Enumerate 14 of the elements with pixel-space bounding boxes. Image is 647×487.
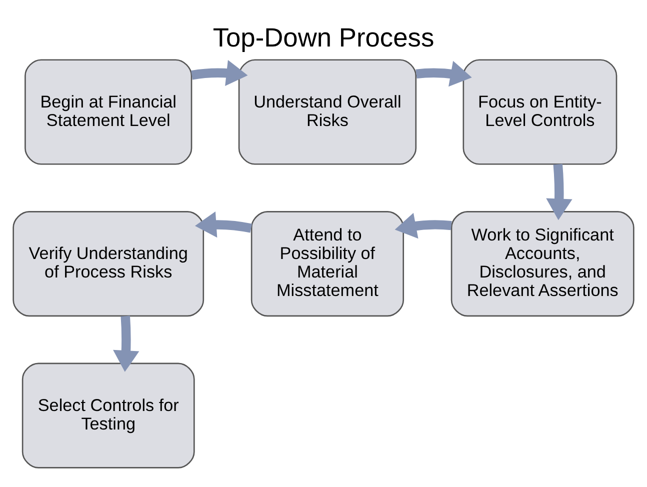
- arrow: [191, 59, 248, 86]
- arrow: [394, 212, 452, 238]
- node-box: Attend to Possibility of Material Misstatement: [250, 210, 404, 316]
- arrow: [194, 210, 252, 238]
- node-box: Understand Overall Risks: [238, 58, 417, 164]
- arrow: [113, 315, 140, 372]
- diagram-title: Top-Down Process: [212, 22, 434, 52]
- node-box: Focus on Entity-Level Controls: [462, 58, 618, 164]
- node-box: Work to Significant Accounts, Disclosures, and Relevant Assertions: [450, 210, 634, 316]
- arrow: [416, 60, 472, 86]
- node-box: Verify Understanding of Process Risks: [12, 210, 204, 316]
- node-box: Begin at Financial Statement Level: [24, 58, 192, 164]
- node-box: Select Controls for Testing: [22, 362, 195, 468]
- arrow: [546, 163, 572, 220]
